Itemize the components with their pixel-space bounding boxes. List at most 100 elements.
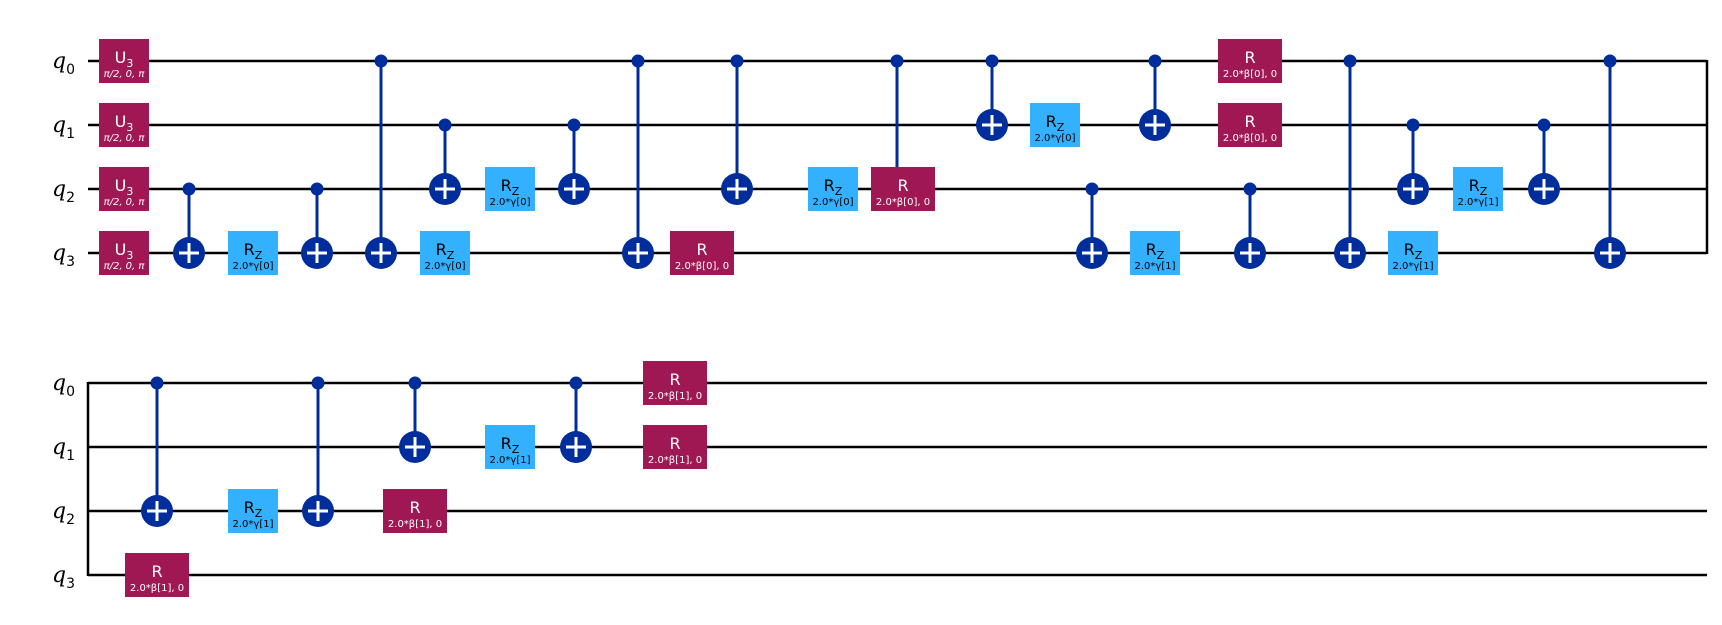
rz-gate: RZ2.0*γ[1]: [228, 489, 278, 533]
rz-gate: RZ2.0*γ[0]: [228, 231, 278, 275]
gate-param: π/2, 0, π: [104, 197, 146, 208]
gate-param: 2.0*γ[0]: [813, 197, 854, 208]
control-dot: [890, 54, 904, 68]
control-dot: [631, 54, 645, 68]
gate-box: [1453, 167, 1503, 211]
gate-param: 2.0*γ[0]: [233, 261, 274, 272]
gate-box: [1030, 103, 1080, 147]
gate-box: [485, 425, 535, 469]
gate-box: [1218, 103, 1282, 147]
control-dot: [985, 54, 999, 68]
qubit-label: q1: [52, 435, 75, 464]
rz-gate: RZ2.0*γ[0]: [808, 167, 858, 211]
gate-param: 2.0*γ[1]: [1458, 197, 1499, 208]
control-dot: [310, 182, 324, 196]
gate-param: 2.0*β[1], 0: [388, 519, 442, 530]
gate-name: R: [669, 434, 680, 453]
gate-box: [99, 103, 149, 147]
gate-name: R: [669, 370, 680, 389]
cnot-gate: [1334, 54, 1366, 269]
gate-param: 2.0*γ[1]: [490, 455, 531, 466]
control-dot: [567, 118, 581, 132]
gate-box: [1130, 231, 1180, 275]
qubit-label: q2: [52, 177, 75, 206]
cnot-gate: [301, 182, 333, 269]
r-gate: R2.0*β[0], 0: [670, 231, 734, 275]
qubit-label: q0: [52, 371, 75, 400]
gate-box: [485, 167, 535, 211]
gate-param: 2.0*β[1], 0: [648, 391, 702, 402]
u3-gate: U3π/2, 0, π: [99, 103, 149, 147]
qubit-label: q2: [52, 499, 75, 528]
qubit-index: 0: [66, 62, 75, 78]
r-gate: R2.0*β[0], 0: [1218, 39, 1282, 83]
control-dot: [150, 376, 164, 390]
gate-param: 2.0*β[0], 0: [675, 261, 729, 272]
control-dot: [438, 118, 452, 132]
gate-box: [125, 553, 189, 597]
r-gate: R2.0*β[1], 0: [125, 553, 189, 597]
gate-name-subscript: 3: [126, 249, 133, 262]
rz-gate: RZ2.0*γ[1]: [485, 425, 535, 469]
qubit-index: 0: [66, 384, 75, 400]
qubit-index: 2: [66, 190, 75, 206]
gate-name: R: [151, 562, 162, 581]
r-gate: R 2.0*β[1], 0: [643, 361, 707, 405]
gate-param: π/2, 0, π: [104, 261, 146, 272]
qubit-index: 1: [66, 448, 75, 464]
control-dot: [408, 376, 422, 390]
cnot-gate: [1397, 118, 1429, 205]
control-dot: [374, 54, 388, 68]
gate-box: [643, 425, 707, 469]
gate-name-subscript: 3: [126, 185, 133, 198]
gate-name-subscript: Z: [835, 185, 843, 198]
cnot-gate: [560, 376, 592, 463]
gate-name: R: [409, 498, 420, 517]
gate-param: 2.0*γ[1]: [1393, 261, 1434, 272]
rz-gate: RZ2.0*γ[0]: [485, 167, 535, 211]
gate-name-subscript: Z: [447, 249, 455, 262]
cnot-gate: [976, 54, 1008, 141]
control-dot: [1343, 54, 1357, 68]
gate-box: [99, 231, 149, 275]
control-dot: [1603, 54, 1617, 68]
gate-param: π/2, 0, π: [104, 69, 146, 80]
cnot-gate: [1139, 54, 1171, 141]
control-dot: [1406, 118, 1420, 132]
gate-param: 2.0*γ[1]: [1135, 261, 1176, 272]
rz-gate: RZ2.0*γ[1]: [1130, 231, 1180, 275]
gate-param: 2.0*β[0], 0: [1223, 133, 1277, 144]
r-gate: R2.0*β[0], 0: [871, 167, 935, 211]
u3-gate: U3π/2, 0, π: [99, 231, 149, 275]
control-dot: [730, 54, 744, 68]
gate-name-subscript: Z: [1415, 249, 1423, 262]
gate-name-subscript: Z: [1057, 121, 1065, 134]
gate-name: R: [1244, 112, 1255, 131]
cnot-gate: [399, 376, 431, 463]
gate-box: [420, 231, 470, 275]
gate-box: [808, 167, 858, 211]
qubit-index: 3: [66, 576, 75, 592]
gate-name: R: [1244, 48, 1255, 67]
gate-box: [1218, 39, 1282, 83]
cnot-gate: [141, 376, 173, 527]
gate-param: π/2, 0, π: [104, 133, 146, 144]
qubit-index: 1: [66, 126, 75, 142]
cnot-gate: [1528, 118, 1560, 205]
u3-gate: U3π/2, 0, π: [99, 39, 149, 83]
gate-param: 2.0*β[1], 0: [648, 455, 702, 466]
r-gate: R 2.0*β[0], 0: [1218, 103, 1282, 147]
rz-gate: RZ2.0*γ[1]: [1388, 231, 1438, 275]
rz-gate: RZ2.0*γ[1]: [1453, 167, 1503, 211]
gate-box: [871, 167, 935, 211]
gate-box: [643, 361, 707, 405]
u3-gate: U3π/2, 0, π: [99, 167, 149, 211]
gate-name-subscript: Z: [1480, 185, 1488, 198]
control-dot: [1243, 182, 1257, 196]
control-dot: [311, 376, 325, 390]
gate-box: [228, 489, 278, 533]
gate-param: 2.0*γ[0]: [1035, 133, 1076, 144]
